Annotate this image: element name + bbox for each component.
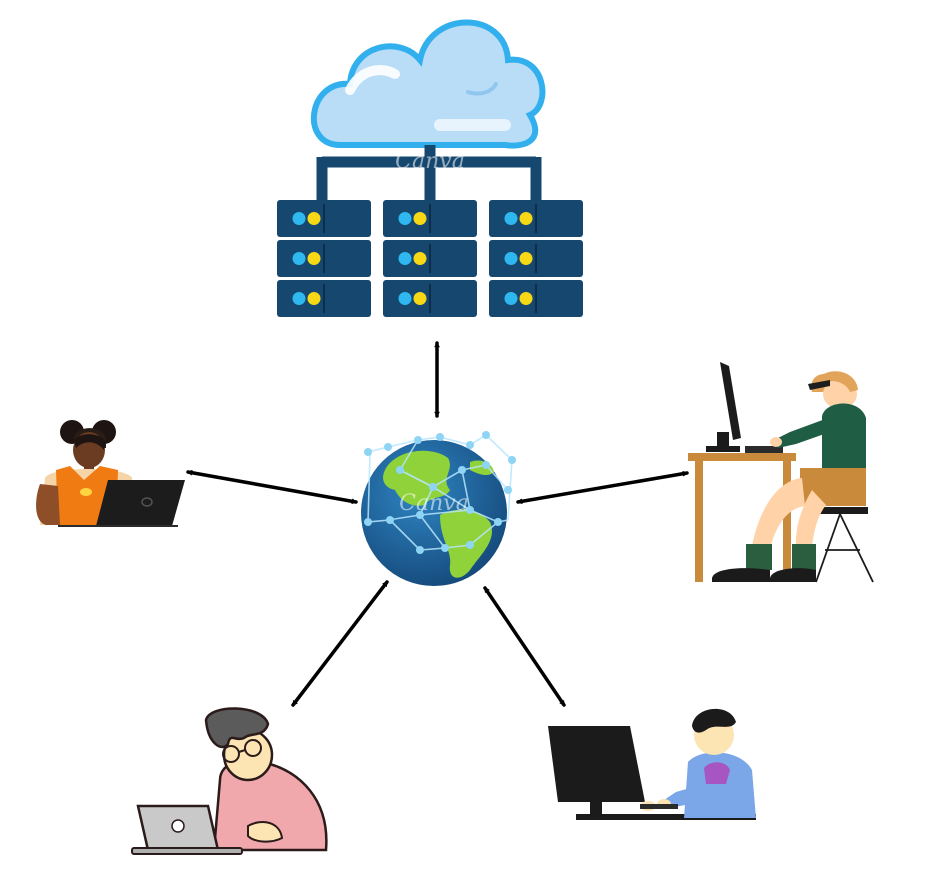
server-unit-divider: [323, 244, 325, 273]
server-led: [504, 292, 518, 305]
person-desktop-computer-icon: [688, 362, 874, 583]
server-led: [292, 212, 306, 225]
server-led: [307, 252, 321, 265]
watermark-top: Canva: [395, 149, 465, 174]
server-unit-divider: [535, 204, 537, 233]
server-led: [398, 212, 412, 225]
server-led: [398, 252, 412, 265]
boy-desktop-computer-icon: [548, 708, 756, 820]
server-unit-divider: [429, 244, 431, 273]
server-rack: [489, 200, 583, 317]
server-led: [292, 252, 306, 265]
arrow-internet-user-right: [516, 470, 689, 505]
server-unit-divider: [535, 244, 537, 273]
server-unit-divider: [429, 284, 431, 313]
server-unit-divider: [323, 284, 325, 313]
server-rack-icon: [277, 200, 583, 317]
server-led: [519, 292, 533, 305]
server-led: [307, 292, 321, 305]
server-unit-divider: [429, 204, 431, 233]
server-led: [519, 212, 533, 225]
server-unit-divider: [535, 284, 537, 313]
server-led: [413, 252, 427, 265]
server-led: [504, 212, 518, 225]
connection-arrows: [186, 341, 689, 707]
server-connector-lines: [316, 145, 542, 202]
server-unit-divider: [323, 204, 325, 233]
watermark-globe: Canva: [399, 491, 469, 516]
cloud-icon: [310, 19, 546, 149]
server-led: [307, 212, 321, 225]
server-led: [413, 212, 427, 225]
server-led: [398, 292, 412, 305]
woman-laptop-icon: [36, 420, 185, 527]
globe-network-icon: [361, 431, 516, 586]
server-led: [413, 292, 427, 305]
server-led: [504, 252, 518, 265]
arrow-internet-user-bottom-right: [483, 586, 566, 707]
arrow-internet-user-bottom-left: [291, 580, 389, 707]
server-led: [519, 252, 533, 265]
arrow-internet-user-top-left: [186, 470, 358, 504]
server-rack: [277, 200, 371, 317]
server-rack: [383, 200, 477, 317]
man-laptop-icon: [131, 707, 328, 855]
server-led: [292, 292, 306, 305]
